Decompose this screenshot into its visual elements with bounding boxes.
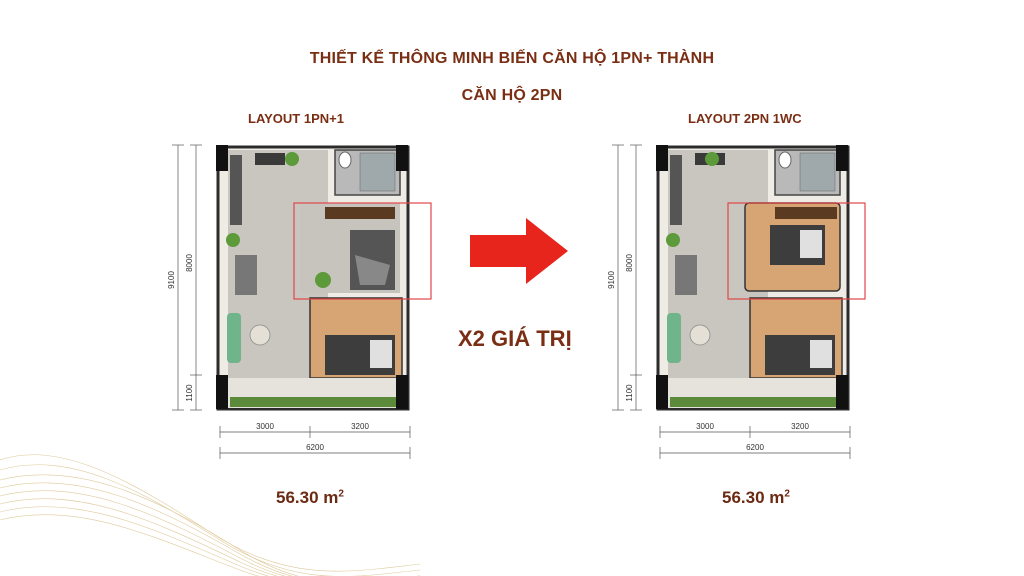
dim-height-balcony: 1100: [185, 384, 194, 402]
dim-width-right: 3200: [791, 422, 809, 431]
dim-width-total: 6200: [306, 443, 324, 452]
plant-icon: [705, 152, 719, 166]
page-title-line1: THIẾT KẾ THÔNG MINH BIẾN CĂN HỘ 1PN+ THÀ…: [309, 50, 715, 67]
right-area-value: 56.30 m2: [722, 488, 790, 507]
dim-height-balcony: 1100: [625, 384, 634, 402]
page-title-line2: CĂN HỘ 2PN: [461, 87, 563, 104]
dim-height-total: 9100: [607, 271, 616, 289]
highlight-second-bedroom: [727, 202, 866, 300]
dim-height-main: 8000: [185, 254, 194, 272]
right-layout-label: LAYOUT 2PN 1WC: [688, 111, 802, 126]
gold-swirl-decoration: [0, 454, 420, 576]
dim-width-right: 3200: [351, 422, 369, 431]
value-claim-text: X2 GIÁ TRỊ: [458, 326, 572, 351]
dim-height-main: 8000: [625, 254, 634, 272]
left-floor-plan: 9100 8000 1100 3000 3200 6200: [167, 144, 432, 459]
dim-height-total: 9100: [167, 271, 176, 289]
left-layout-label: LAYOUT 1PN+1: [248, 111, 344, 126]
left-area-value: 56.30 m2: [276, 488, 344, 507]
right-floor-plan: 9100 8000 1100 3000 3200 6200: [607, 144, 866, 459]
dim-width-total: 6200: [746, 443, 764, 452]
highlight-flex-room: [293, 202, 432, 300]
plant-icon: [285, 152, 299, 166]
right-arrow-icon: [470, 218, 568, 284]
dim-width-left: 3000: [256, 422, 274, 431]
dim-width-left: 3000: [696, 422, 714, 431]
